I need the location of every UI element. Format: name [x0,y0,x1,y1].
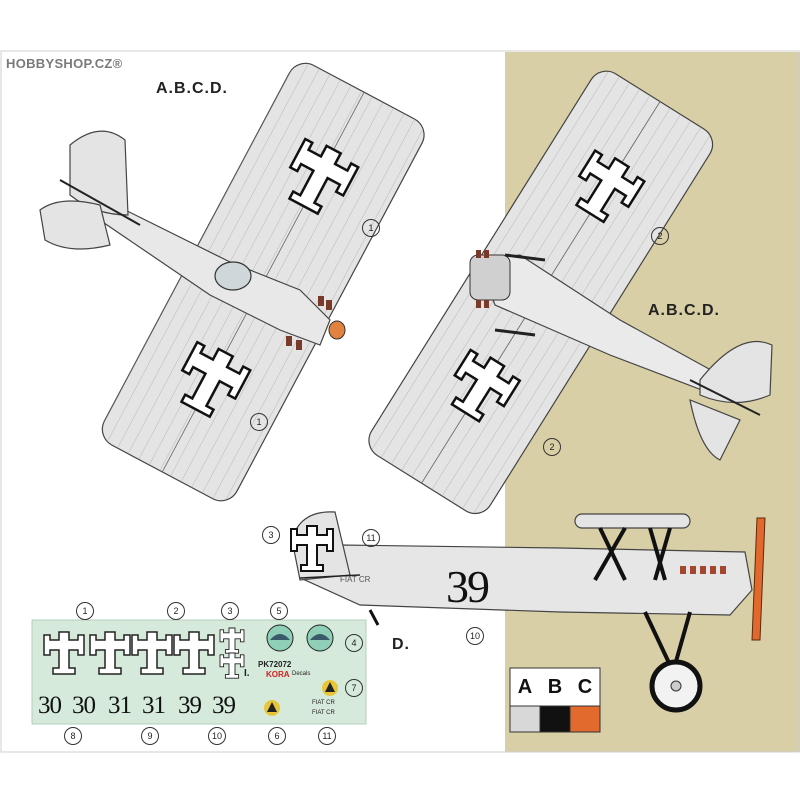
bottom-view-label: A.B.C.D. [648,302,720,319]
decal-number: 30 [72,692,96,719]
sheet-callout-11: 11 [318,727,336,745]
color-key-label-a: A [517,676,533,698]
decal-brand-suffix: Decals [292,671,311,677]
side-view-label: D. [392,636,410,653]
top-band [0,0,800,50]
sheet-border [0,50,800,753]
sheet-callout-1: 1 [76,602,94,620]
bottom-band [0,752,800,800]
top-view-label: A.B.C.D. [156,80,228,97]
decal-product-code: PK72072 [258,660,292,669]
callout-10-side: 10 [466,627,484,645]
callout-2a: 2 [651,227,669,245]
decal-sheet-graphics [31,619,367,725]
side-fuselage-text: FIAT CR [340,575,371,584]
decal-number: 39 [178,692,202,719]
callout-1a: 1 [362,219,380,237]
sheet-callout-3: 3 [221,602,239,620]
callout-2b: 2 [543,438,561,456]
decal-brand: KORA [266,670,290,679]
sheet-callout-5: 5 [270,602,288,620]
bottom-view-aircraft [368,70,773,515]
decal-number: 30 [38,692,62,719]
sheet-callout-7: 7 [345,679,363,697]
callout-11-side: 11 [362,529,380,547]
decal-fiat-a: FIAT CR [312,700,335,706]
color-key-label-b: B [547,676,563,698]
side-view-aircraft [290,511,766,713]
color-key-label-c: C [577,676,593,698]
decal-number: 31 [108,692,132,719]
sheet-callout-6: 6 [268,727,286,745]
sheet-callout-8: 8 [64,727,82,745]
callout-1b: 1 [250,413,268,431]
callout-3: 3 [262,526,280,544]
color-key [509,667,601,733]
watermark: HOBBYSHOP.CZ® [6,56,123,71]
sheet-callout-2: 2 [167,602,185,620]
sheet-callout-4: 4 [345,634,363,652]
top-view-aircraft [39,62,425,502]
sheet-callout-9: 9 [141,727,159,745]
decal-small-mark: I. [244,668,250,679]
decal-number: 39 [212,692,236,719]
decal-fiat-b: FIAT CR [312,710,335,716]
decal-number: 31 [142,692,166,719]
sheet-callout-10: 10 [208,727,226,745]
side-fuselage-number: 39 [446,561,490,612]
